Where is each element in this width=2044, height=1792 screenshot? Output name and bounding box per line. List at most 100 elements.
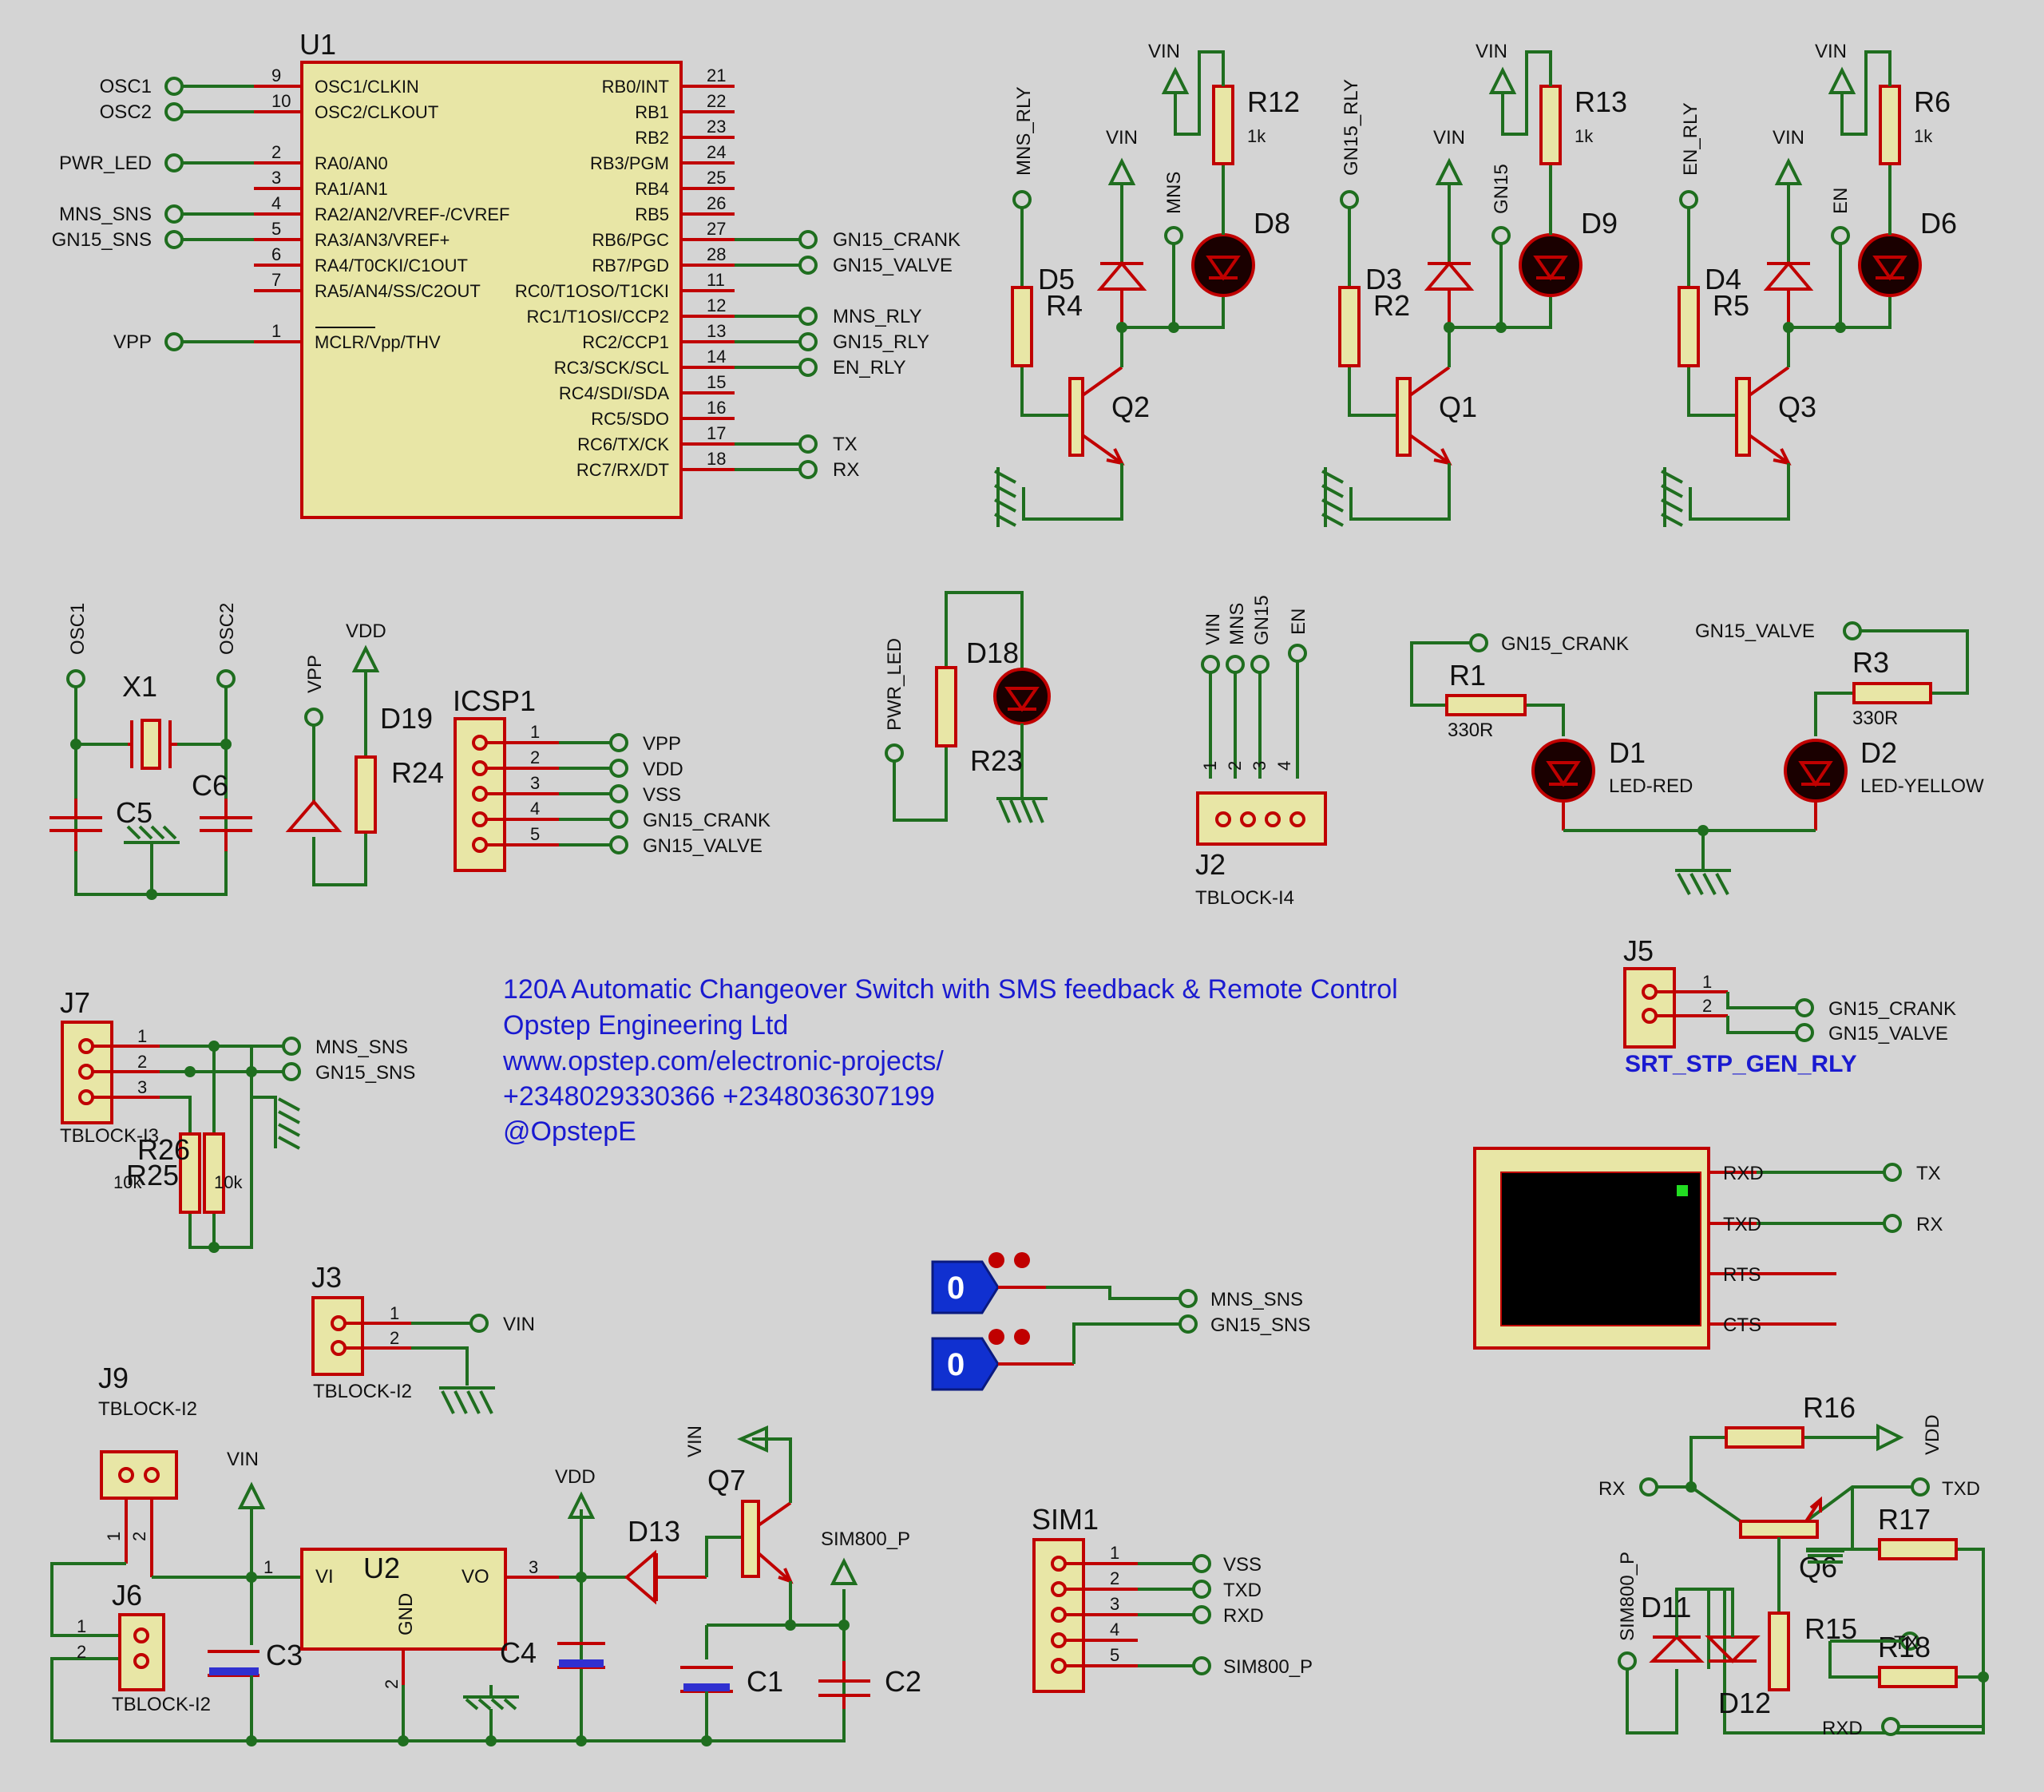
resistor-r12[interactable]: [1212, 85, 1234, 165]
j9-body[interactable]: [100, 1450, 178, 1500]
led-d8[interactable]: [1191, 233, 1255, 297]
resistor-r6[interactable]: [1879, 85, 1901, 165]
net-terminal[interactable]: [798, 256, 818, 275]
crystal-x1[interactable]: [141, 719, 161, 770]
input-terminal[interactable]: [1012, 190, 1032, 209]
sim-pin-4[interactable]: 4: [1051, 1620, 1138, 1648]
resistor-r13[interactable]: [1539, 85, 1562, 165]
transistor-q2[interactable]: [1068, 377, 1084, 457]
transistor-q6[interactable]: [1739, 1520, 1819, 1539]
led-d9[interactable]: [1519, 233, 1583, 297]
connector-j7[interactable]: J7 1 2 3 MNS_SNS GN15_SNS TBLOCK-I3 R26 …: [60, 986, 415, 1253]
net-terminal[interactable]: [798, 332, 818, 351]
transistor-q3[interactable]: [1735, 377, 1751, 457]
net-terminal[interactable]: [798, 307, 818, 326]
sense-terminal[interactable]: [1491, 226, 1511, 245]
resistor-r25[interactable]: [179, 1132, 201, 1214]
resistor-r5[interactable]: [1678, 286, 1700, 367]
mcu-u1[interactable]: U1 9OSC1/CLKINOSC110OSC2/CLKOUTOSC22RA0/…: [52, 28, 961, 519]
gn15-crank-terminal[interactable]: [1469, 633, 1488, 652]
transistor-q7[interactable]: [741, 1500, 760, 1578]
led-d2[interactable]: [1784, 739, 1848, 803]
pwr-led-terminal[interactable]: [885, 743, 904, 763]
net-terminal[interactable]: [164, 204, 184, 224]
net-terminal[interactable]: [164, 77, 184, 96]
input-terminal[interactable]: [1340, 190, 1359, 209]
transistor-q1[interactable]: [1396, 377, 1412, 457]
osc2-terminal[interactable]: [216, 669, 236, 688]
net-terminal[interactable]: [164, 230, 184, 249]
connector-j3[interactable]: J3 1 2 VIN TBLOCK-I2: [311, 1261, 535, 1414]
resistor-r18[interactable]: [1878, 1666, 1958, 1688]
resistor-r24[interactable]: [355, 755, 377, 834]
resistor-r16[interactable]: [1725, 1426, 1804, 1449]
resistor-r1[interactable]: [1445, 694, 1527, 716]
led-d1[interactable]: [1531, 739, 1595, 803]
net-terminal[interactable]: [164, 102, 184, 121]
led-d18[interactable]: [993, 668, 1051, 725]
virtual-terminal[interactable]: RXD TXD RTS CTS TX RX: [1473, 1147, 1943, 1350]
net-terminal[interactable]: [164, 332, 184, 351]
osc1-terminal[interactable]: [66, 669, 85, 688]
resistor-r15[interactable]: [1768, 1612, 1790, 1691]
logic-probe-2[interactable]: [931, 1337, 1000, 1391]
logic-probe-1[interactable]: [931, 1260, 1000, 1314]
net-terminal[interactable]: [164, 153, 184, 172]
resistor-r26[interactable]: [203, 1132, 225, 1214]
resistor-r3[interactable]: [1852, 682, 1932, 704]
sense-terminal[interactable]: [1831, 226, 1850, 245]
led-d6[interactable]: [1858, 233, 1922, 297]
net-terminal[interactable]: [798, 460, 818, 479]
connector-j2[interactable]: VIN MNS GN15 EN 1 2 3 4 J2 TBLOCK-I4: [1195, 595, 1327, 909]
resistor-r4[interactable]: [1011, 286, 1033, 367]
net-terminal[interactable]: [798, 358, 818, 377]
vpp-terminal[interactable]: [304, 708, 323, 727]
resistor-r17[interactable]: [1878, 1538, 1958, 1560]
input-terminal[interactable]: [1679, 190, 1698, 209]
resistor-r23[interactable]: [935, 666, 957, 747]
j6-body[interactable]: [118, 1613, 165, 1691]
net-terminal[interactable]: [798, 434, 818, 454]
net-terminal[interactable]: [798, 230, 818, 249]
connector-j5[interactable]: J5 1 2 GN15_CRANK GN15_VALVE SRT_STP_GEN…: [1623, 934, 1956, 1077]
sense-terminal[interactable]: [1164, 226, 1183, 245]
gn15-valve-terminal[interactable]: [1843, 621, 1862, 640]
resistor-r2[interactable]: [1338, 286, 1361, 367]
